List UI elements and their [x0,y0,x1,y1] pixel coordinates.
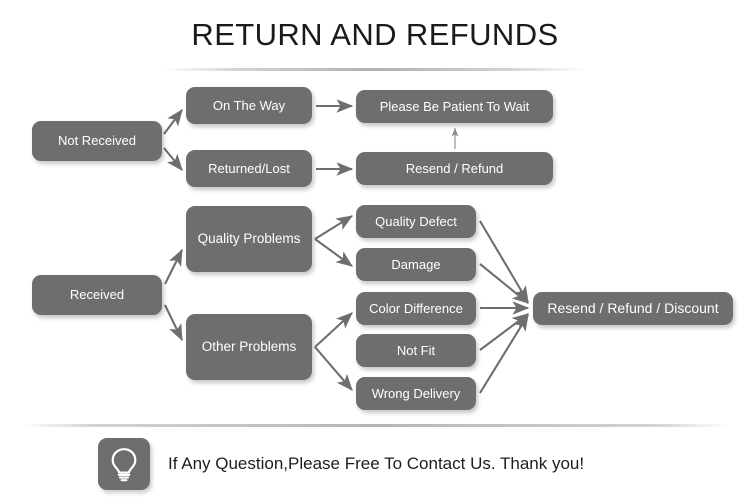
node-damage[interactable]: Damage [356,248,476,281]
node-wrong-delivery[interactable]: Wrong Delivery [356,377,476,410]
edge-received-other-problems [164,304,183,342]
node-please-be-patient-to-wait[interactable]: Please Be Patient To Wait [356,90,553,123]
node-label: Resend / Refund / Discount [547,300,719,317]
edge-not-received-on-the-way [163,108,183,135]
node-resend-refund-discount[interactable]: Resend / Refund / Discount [533,292,733,325]
node-quality-defect[interactable]: Quality Defect [356,205,476,238]
footer-message: If Any Question,Please Free To Contact U… [168,454,585,473]
footer-divider [22,424,728,427]
node-label: Please Be Patient To Wait [379,98,530,114]
edge-quality-problems-quality-defect [314,215,354,240]
node-color-difference[interactable]: Color Difference [356,292,476,325]
edge-quality-defect-final [479,220,529,304]
node-label: Other Problems [201,338,297,354]
edge-not-fit-final [479,313,530,351]
node-label: Color Difference [369,300,463,316]
node-not-received[interactable]: Not Received [32,121,162,161]
title-divider [162,68,586,71]
node-label: Received [69,287,125,303]
node-other-problems[interactable]: Other Problems [186,314,312,380]
node-label: On The Way [212,97,286,113]
node-label: Not Received [57,133,137,149]
node-label: Quality Problems [197,230,301,246]
node-not-fit[interactable]: Not Fit [356,334,476,367]
edge-wrong-delivery-final [479,313,529,394]
node-label: Returned/Lost [208,160,290,176]
footer-contact-bar: If Any Question,Please Free To Contact U… [98,438,584,490]
node-received[interactable]: Received [32,275,162,315]
edge-received-quality-problems [164,248,183,285]
node-returned-lost[interactable]: Returned/Lost [186,150,312,187]
node-label: Resend / Refund [405,160,504,176]
node-on-the-way[interactable]: On The Way [186,87,312,124]
node-label: Wrong Delivery [371,385,461,401]
edge-damage-final [479,263,529,304]
node-label: Quality Defect [375,213,457,229]
node-label: Damage [391,256,441,272]
edge-not-received-returned-lost [163,147,183,171]
page-title: RETURN AND REFUNDS [191,17,559,52]
edge-other-problems-color-difference [314,312,353,348]
edge-quality-problems-damage [314,238,354,267]
edge-other-problems-wrong-delivery [314,346,353,391]
node-label: Not Fit [396,342,436,358]
lightbulb-icon [98,438,150,490]
node-quality-problems[interactable]: Quality Problems [186,206,312,272]
node-resend-refund[interactable]: Resend / Refund [356,152,553,185]
